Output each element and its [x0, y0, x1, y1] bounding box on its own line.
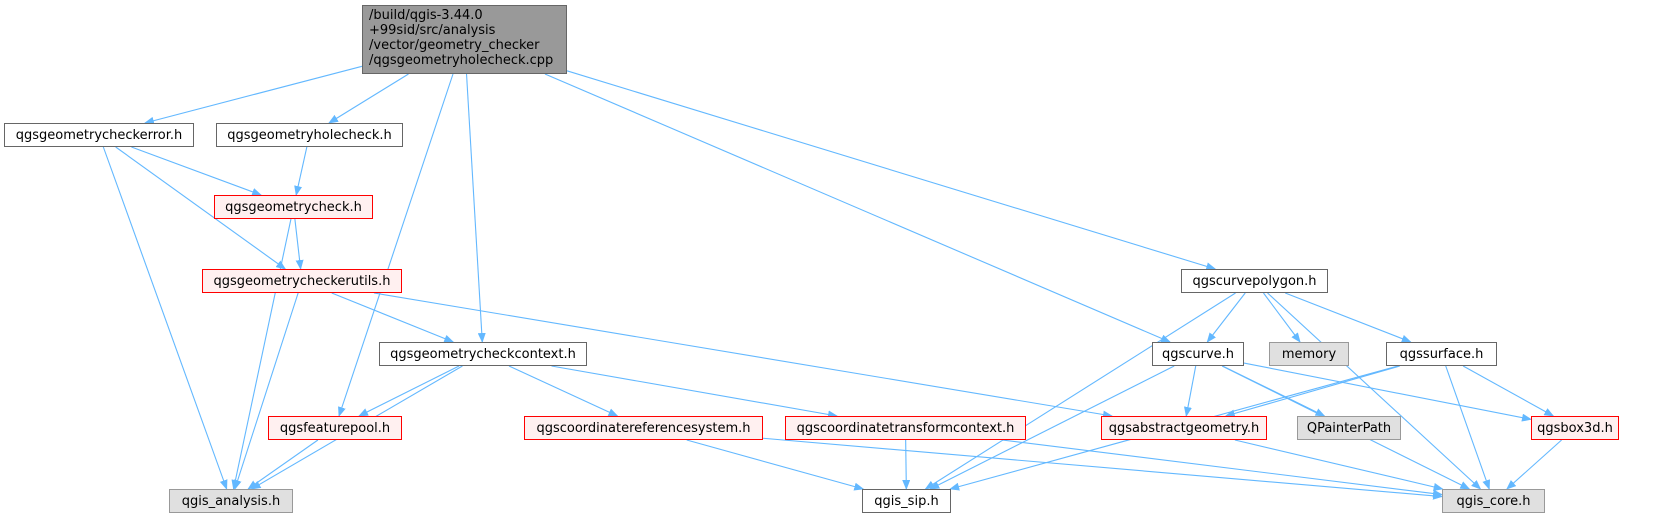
node-qgis-analysis-h[interactable]: qgis_analysis.h — [169, 489, 293, 513]
edge-qgsgeometrycheck_h-to-qgsgeometrycheckerutils_h — [294, 218, 304, 270]
edge-qgsgeometrycheckerror_h-to-qgsgeometrycheckerutils_h — [115, 146, 287, 270]
edge-qgssurface_h-to-qgsbox3d_h — [1462, 365, 1555, 417]
edge-qgscurve_h-to-qgsbox3d_h — [1243, 362, 1532, 422]
edge-qgssurface_h-to-qgsabstractgeometry_h — [1224, 365, 1400, 418]
edge-qgssurface_h-to-qgis_core_h — [1445, 365, 1491, 490]
edge-root-to-qgsgeometrycheckerror_h — [143, 65, 363, 125]
edge-qgsgeometryholecheck_h-to-qgsgeometrycheck_h — [294, 146, 308, 196]
edge-qgscoordinatetransformcontext_h-to-qgis_sip_h — [902, 439, 911, 490]
edge-qgsgeometrycheckerutils_h-to-qgsgeometrycheckcontext_h — [331, 292, 455, 343]
edge-qgsgeometrycheckerror_h-to-qgsgeometrycheck_h — [131, 146, 263, 196]
edge-qgsgeometrycheckcontext_h-to-qgscoordinatetransformcontext_h — [551, 365, 838, 419]
node-qgscoordinatetransformcontext-h[interactable]: qgscoordinatetransformcontext.h — [785, 416, 1026, 440]
edge-qgscoordinatereferencesystem_h-to-qgis_core_h — [762, 437, 1443, 500]
edge-qgsabstractgeometry_h-to-qgis_core_h — [1234, 439, 1444, 491]
node-qgis-core-h[interactable]: qgis_core.h — [1442, 489, 1545, 513]
edge-qgscurvepolygon_h-to-qgscurve_h — [1206, 292, 1246, 343]
node-qgscoordinatereferencesystem-h[interactable]: qgscoordinatereferencesystem.h — [524, 416, 763, 440]
node-qgscurvepolygon-h[interactable]: qgscurvepolygon.h — [1181, 269, 1328, 293]
edge-qgscurve_h-to-qgis_sip_h — [929, 365, 1175, 490]
edge-root-to-qgsgeometrycheckcontext_h — [465, 73, 486, 343]
edge-root-to-qgsfeaturepool_h — [338, 73, 454, 417]
node-qgsbox3d-h[interactable]: qgsbox3d.h — [1531, 416, 1619, 440]
edge-qgscurvepolygon_h-to-memory — [1263, 292, 1301, 343]
edge-qgsgeometrycheck_h-to-qgis_analysis_h — [231, 218, 292, 490]
node-qgsgeometryholecheck-h[interactable]: qgsgeometryholecheck.h — [216, 123, 403, 147]
edge-root-to-qgscurve_h — [544, 73, 1171, 343]
edge-root-to-qgsgeometryholecheck_h — [328, 73, 409, 124]
node-qgsgeometrycheckcontext-h[interactable]: qgsgeometrycheckcontext.h — [379, 342, 587, 366]
node-qgsgeometrycheckerror-h[interactable]: qgsgeometrycheckerror.h — [4, 123, 194, 147]
edge-qgsgeometrycheckerror_h-to-qgis_analysis_h — [102, 146, 228, 490]
node-qgsgeometrycheck-h[interactable]: qgsgeometrycheck.h — [214, 195, 373, 219]
node-qpainterpath[interactable]: QPainterPath — [1297, 416, 1401, 440]
edge-qgsgeometrycheckerutils_h-to-qgsabstractgeometry_h — [373, 292, 1113, 419]
edge-qgsfeaturepool_h-to-qgis_analysis_h — [247, 439, 319, 490]
node-memory[interactable]: memory — [1269, 342, 1349, 366]
edge-qgscurve_h-to-qgsabstractgeometry_h — [1184, 365, 1197, 417]
root-file-node[interactable]: /build/qgis-3.44.0 +99sid/src/analysis /… — [362, 5, 567, 74]
edge-qgscoordinatereferencesystem_h-to-qgis_sip_h — [686, 439, 865, 491]
node-qgis-sip-h[interactable]: qgis_sip.h — [862, 489, 951, 513]
edge-qgscurvepolygon_h-to-qgis_core_h — [1267, 292, 1482, 490]
edge-qgscurvepolygon_h-to-qgssurface_h — [1285, 292, 1412, 343]
edge-root-to-qgscurvepolygon_h — [566, 70, 1217, 271]
node-qgsfeaturepool-h[interactable]: qgsfeaturepool.h — [268, 416, 402, 440]
edge-qgscurvepolygon_h-to-qgis_sip_h — [924, 292, 1236, 490]
edge-qgscoordinatetransformcontext_h-to-qgis_core_h — [1002, 439, 1443, 498]
node-qgsgeometrycheckerutils-h[interactable]: qgsgeometrycheckerutils.h — [202, 269, 402, 293]
edge-qgsgeometrycheckcontext_h-to-qgscoordinatereferencesystem_h — [508, 365, 619, 417]
node-qgssurface-h[interactable]: qgssurface.h — [1386, 342, 1497, 366]
edge-qgsgeometrycheckcontext_h-to-qgsfeaturepool_h — [358, 365, 460, 417]
edge-qgsgeometrycheckerutils_h-to-qgis_analysis_h — [233, 292, 299, 490]
node-qgscurve-h[interactable]: qgscurve.h — [1152, 342, 1244, 366]
edge-qgsbox3d_h-to-qgis_core_h — [1506, 439, 1562, 490]
node-qgsabstractgeometry-h[interactable]: qgsabstractgeometry.h — [1101, 416, 1267, 440]
